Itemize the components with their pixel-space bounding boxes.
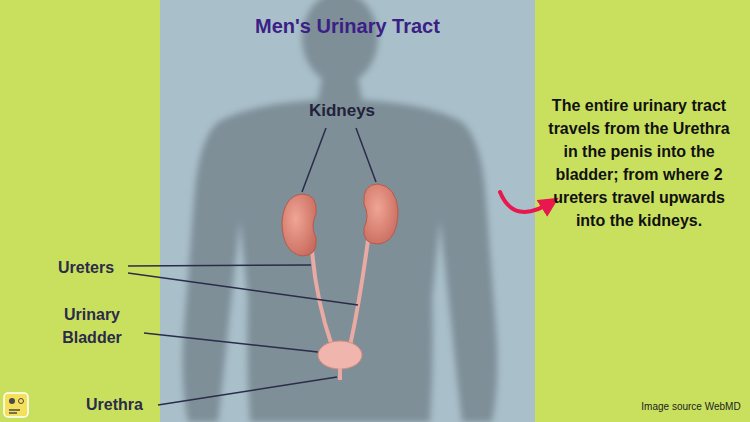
leader-line xyxy=(128,265,311,266)
organ-label: Ureters xyxy=(58,258,124,278)
leader-line xyxy=(144,333,318,352)
leader-line xyxy=(128,273,358,305)
leader-line xyxy=(302,128,326,192)
organ-label: Kidneys xyxy=(292,100,392,122)
logo-icon xyxy=(4,393,28,417)
body-silhouette xyxy=(183,0,498,422)
organ-label: Urinary Bladder xyxy=(42,303,142,349)
ureter-left xyxy=(312,250,332,346)
urinary-bladder xyxy=(318,341,362,369)
urethra-tube xyxy=(338,368,342,380)
organ-label: Urethra xyxy=(86,395,156,415)
kidney-right xyxy=(364,184,398,244)
kidney-left xyxy=(282,194,316,256)
diagram-title: Men's Urinary Tract xyxy=(160,14,535,38)
leader-line xyxy=(356,128,376,182)
leader-lines xyxy=(128,128,376,405)
source-credit: Image source WebMD xyxy=(636,401,746,413)
logo-badge xyxy=(4,393,28,417)
ureter-right xyxy=(350,240,368,346)
curved-arrow xyxy=(500,192,552,212)
logo-mark xyxy=(9,410,20,413)
logo-ring xyxy=(19,399,24,404)
explanation-note: The entire urinary tract travels from th… xyxy=(546,94,732,232)
logo-dot xyxy=(9,398,15,404)
leader-line xyxy=(158,377,337,405)
